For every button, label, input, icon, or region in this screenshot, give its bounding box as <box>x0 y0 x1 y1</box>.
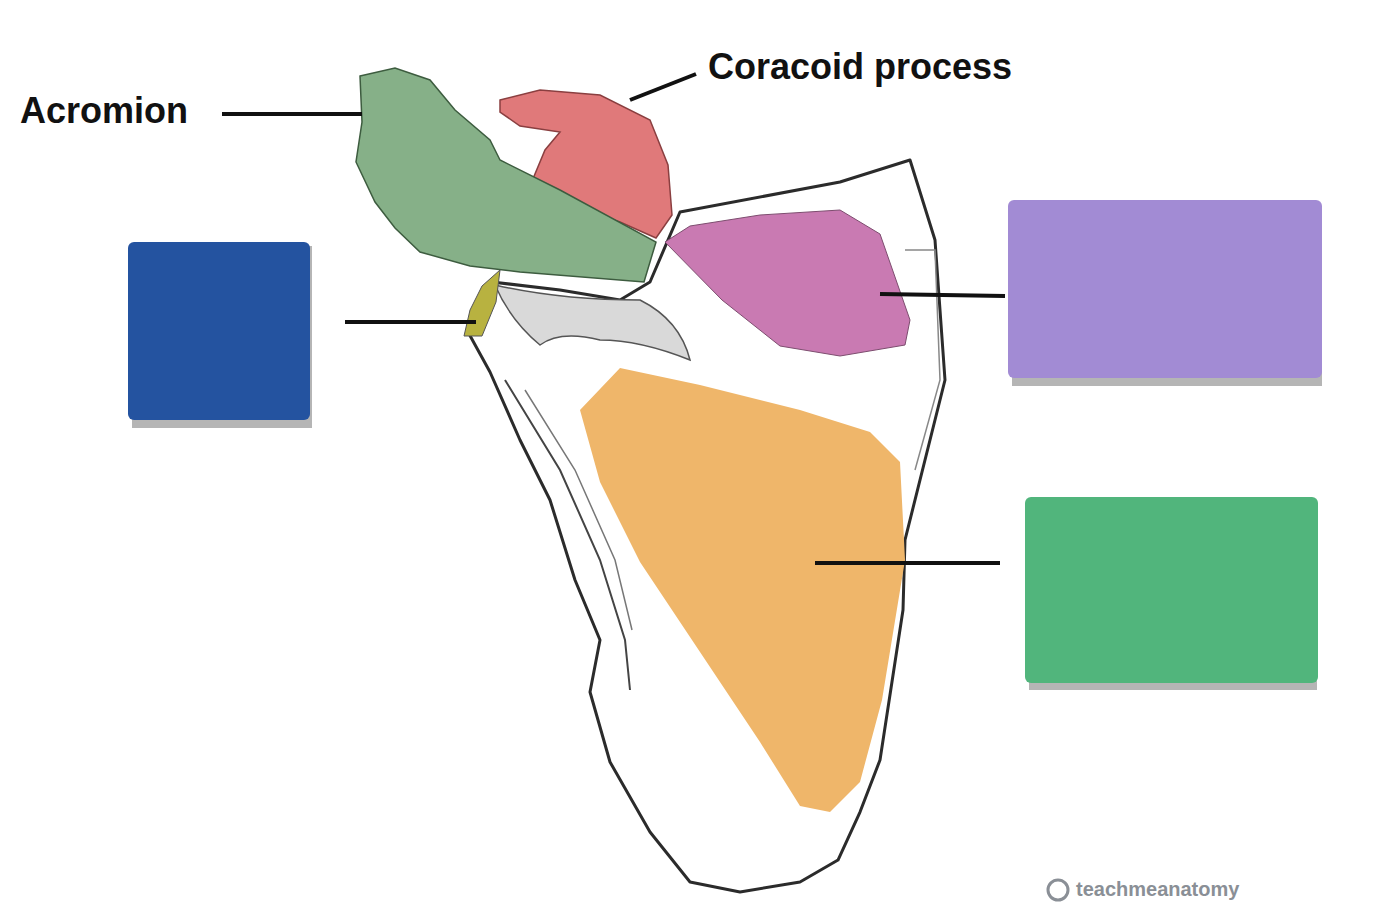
watermark: teachmeanatomy <box>1076 878 1239 901</box>
blank-label-box <box>1025 497 1318 683</box>
blade-shading <box>905 250 940 470</box>
leader-line <box>815 561 1000 565</box>
leader-line <box>630 74 696 100</box>
neck-shading <box>495 285 690 360</box>
leader-line <box>222 112 362 116</box>
part-label: Coracoid process <box>708 46 1012 87</box>
leader-line <box>345 320 476 324</box>
blank-label-box <box>1008 200 1322 378</box>
leader-line <box>880 294 1005 296</box>
part-label: Acromion <box>20 90 188 131</box>
glenoid-region <box>464 270 500 336</box>
acromion-region <box>356 68 656 282</box>
blank-label-box <box>128 242 310 420</box>
watermark-logo <box>1048 880 1068 900</box>
pink-region <box>665 210 910 356</box>
orange-region <box>580 368 905 812</box>
